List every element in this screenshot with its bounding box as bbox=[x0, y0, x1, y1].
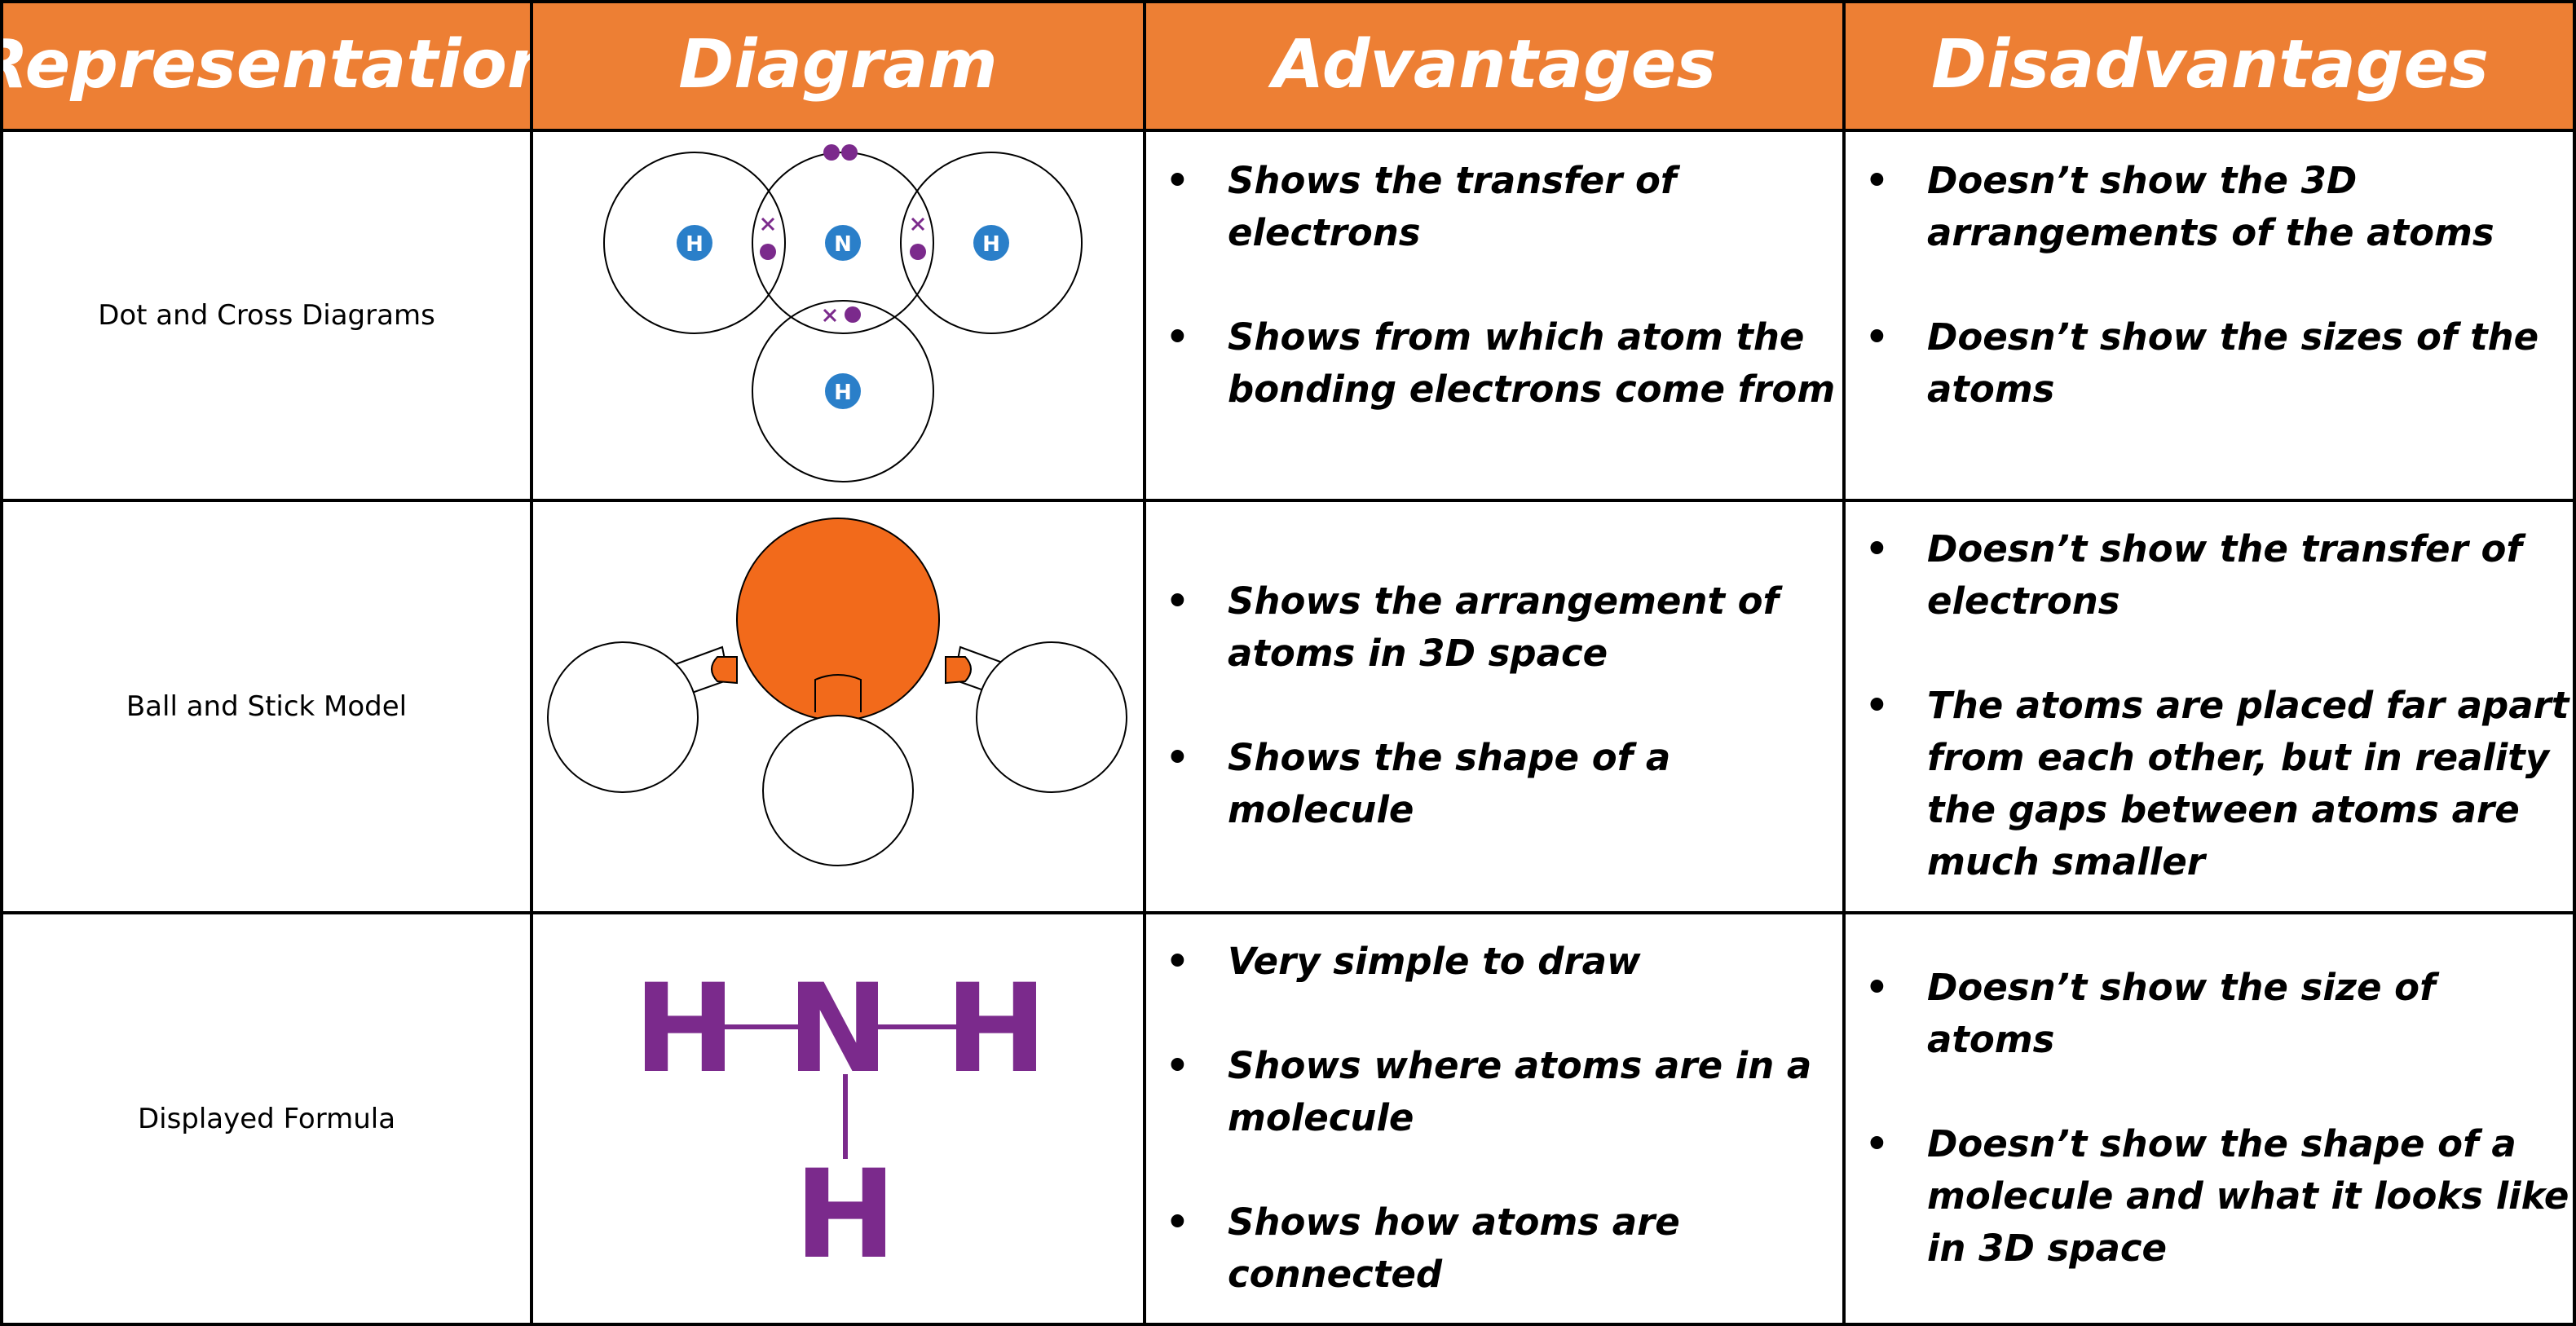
grid-line bbox=[0, 0, 3, 1326]
bond-stub-left bbox=[711, 656, 738, 685]
ball-and-stick-diagram bbox=[547, 518, 1127, 866]
disadvantage-item: The atoms are placed far apart from each… bbox=[1846, 680, 2571, 888]
grid-line bbox=[1143, 0, 1146, 1326]
formula-atom: N bbox=[787, 958, 889, 1100]
shell-right bbox=[900, 152, 1083, 334]
header-advantages: Advantages bbox=[1145, 0, 1844, 129]
atom-label: H bbox=[834, 381, 852, 405]
advantage-item: Very simple to draw bbox=[1146, 936, 1839, 988]
header-representation: Representation bbox=[0, 0, 554, 129]
nucleus-h-bottom bbox=[825, 373, 861, 409]
disadvantage-item: Doesn’t show the shape of a molecule and… bbox=[1846, 1118, 2571, 1275]
row-1-representation: Dot and Cross Diagrams bbox=[3, 132, 530, 499]
nucleus-h-right bbox=[973, 225, 1009, 261]
grid-line bbox=[0, 1323, 2576, 1326]
formula-atom: H bbox=[794, 1144, 897, 1286]
grid-line bbox=[0, 0, 2576, 3]
disadvantage-item: Doesn’t show the transfer of electrons bbox=[1846, 523, 2571, 628]
electron-cross bbox=[911, 217, 925, 231]
row-3-disadvantages: Doesn’t show the size of atoms Doesn’t s… bbox=[1846, 962, 2571, 1275]
displayed-formula-diagram: H N H H bbox=[633, 958, 1048, 1286]
grid-line bbox=[530, 0, 533, 1326]
representation-label: Displayed Formula bbox=[137, 1102, 396, 1135]
atom-label: N bbox=[834, 232, 852, 257]
electron-cross bbox=[761, 217, 775, 231]
atom-label: H bbox=[982, 232, 1000, 257]
electron-crosses bbox=[761, 217, 925, 323]
header-representation-label: Representation bbox=[0, 25, 555, 104]
dot-and-cross-diagram: H N H H bbox=[603, 144, 1083, 482]
electron-dot bbox=[910, 244, 926, 260]
ball-hydrogen-left bbox=[547, 641, 699, 793]
electron-shells bbox=[603, 152, 1083, 482]
row-1-advantages: Shows the transfer of electrons Shows fr… bbox=[1146, 155, 1839, 416]
row-2-advantages: Shows the arrangement of atoms in 3D spa… bbox=[1146, 575, 1839, 836]
bond-stub-right bbox=[945, 656, 972, 685]
ball-hydrogen-bottom bbox=[762, 715, 914, 866]
header-disadvantages-label: Disadvantages bbox=[1931, 25, 2489, 104]
grid-line bbox=[1842, 0, 1846, 1326]
atom-nuclei: H N H H bbox=[677, 225, 1009, 409]
electron-dot bbox=[823, 144, 840, 161]
electron-dot bbox=[760, 244, 776, 260]
disadvantage-item: Doesn’t show the sizes of the atoms bbox=[1846, 311, 2571, 416]
row-2-disadvantages: Doesn’t show the transfer of electrons T… bbox=[1846, 523, 2571, 888]
header-diagram-label: Diagram bbox=[678, 25, 998, 104]
shell-bottom bbox=[752, 300, 934, 482]
electron-cross bbox=[823, 308, 837, 323]
grid-line bbox=[0, 911, 2576, 914]
formula-bonds bbox=[714, 1024, 964, 1159]
header-diagram: Diagram bbox=[532, 0, 1145, 129]
advantage-item: Shows from which atom the bonding electr… bbox=[1146, 311, 1839, 416]
ball-hydrogen-right bbox=[976, 641, 1127, 793]
row-1-disadvantages: Doesn’t show the 3D arrangements of the … bbox=[1846, 155, 2571, 416]
advantage-item: Shows where atoms are in a molecule bbox=[1146, 1040, 1839, 1144]
nucleus-n bbox=[825, 225, 861, 261]
shell-left bbox=[603, 152, 786, 334]
row-2-representation: Ball and Stick Model bbox=[3, 502, 530, 911]
advantage-item: Shows the arrangement of atoms in 3D spa… bbox=[1146, 575, 1839, 680]
grid-line bbox=[2573, 0, 2576, 1326]
advantage-item: Shows the transfer of electrons bbox=[1146, 155, 1839, 259]
representation-label: Dot and Cross Diagrams bbox=[98, 299, 435, 332]
electron-dot bbox=[841, 144, 858, 161]
disadvantage-item: Doesn’t show the 3D arrangements of the … bbox=[1846, 155, 2571, 259]
formula-atom: H bbox=[633, 958, 736, 1100]
header-disadvantages: Disadvantages bbox=[1844, 0, 2576, 129]
bond-stub-bottom bbox=[814, 674, 862, 712]
electrons bbox=[760, 144, 926, 323]
row-3-representation: Displayed Formula bbox=[3, 914, 530, 1323]
grid-line bbox=[0, 129, 2576, 132]
atom-label: H bbox=[686, 232, 704, 257]
electron-dot bbox=[845, 306, 861, 323]
representation-label: Ball and Stick Model bbox=[126, 690, 408, 723]
row-3-advantages: Very simple to draw Shows where atoms ar… bbox=[1146, 936, 1839, 1301]
header-advantages-label: Advantages bbox=[1272, 25, 1717, 104]
advantage-item: Shows how atoms are connected bbox=[1146, 1196, 1839, 1301]
nucleus-h-left bbox=[677, 225, 712, 261]
formula-atom: H bbox=[945, 958, 1048, 1100]
advantage-item: Shows the shape of a molecule bbox=[1146, 732, 1839, 836]
grid-line bbox=[0, 499, 2576, 502]
disadvantage-item: Doesn’t show the size of atoms bbox=[1846, 962, 2571, 1066]
